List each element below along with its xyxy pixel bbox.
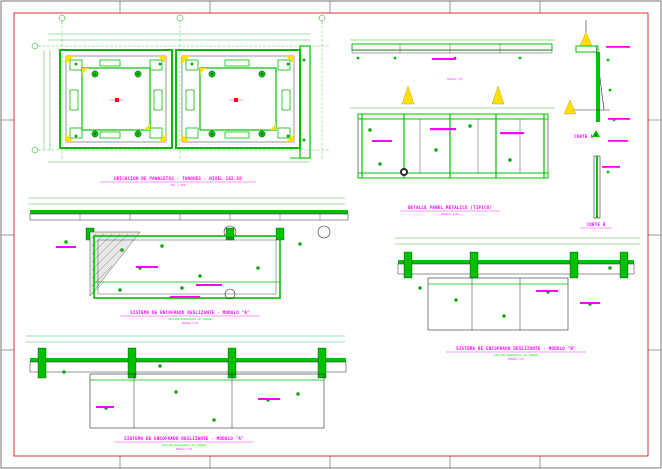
tank-left — [59, 49, 173, 149]
plan-room-tags: A B B A B B A B — [91, 70, 266, 138]
room-tag: A — [208, 130, 216, 138]
modulo-a-top-scale: ESCALA 1:25 — [182, 322, 198, 325]
plan-scale: ESC. 1:100 — [171, 184, 186, 187]
panel-elevation — [350, 107, 555, 179]
modulo-a-top-title: SISTEMA DE ENCOFRADO DESLIZANTE - MODULO… — [130, 310, 250, 315]
panel-top-strip — [350, 39, 555, 60]
room-tag: A — [91, 70, 99, 78]
room-tag: B — [208, 70, 216, 78]
modulo-a-bottom-subtitle: SECCION HORIZONTAL DE TANQUE — [162, 443, 206, 447]
corte-a-title: CORTE A — [574, 134, 593, 139]
svg-text:ESCALA: 1/5: ESCALA: 1/5 — [447, 78, 463, 81]
modulo-b-subtitle: SECCION HORIZONTAL DE TANQUE — [494, 353, 538, 357]
room-tag: B — [258, 70, 266, 78]
svg-text:B: B — [211, 72, 213, 76]
hatched-wall — [89, 231, 141, 297]
svg-text:B: B — [137, 72, 139, 76]
modulo-a-bottom-scale: ESCALA 1:25 — [176, 448, 192, 451]
svg-text:A: A — [211, 132, 213, 136]
modulo-a-bottom: SISTEMA DE ENCOFRADO DESLIZANTE - MODULO… — [26, 335, 347, 451]
modulo-a-top-subtitle: SECCION HORIZONTAL DE TANQUE — [168, 317, 212, 321]
room-tag: A — [134, 130, 142, 138]
center-marker — [110, 98, 243, 102]
svg-text:B: B — [94, 132, 96, 136]
grid-bubbles-left — [31, 42, 330, 154]
tank-plan-view: A B B A B B A B UBICACION DE PANALETAS -… — [31, 14, 330, 187]
metal-panel-detail: ESCALA: 1/5 — [350, 39, 555, 216]
modulo-b: SISTEMA DE ENCOFRADO DESLIZANTE - MODULO… — [395, 237, 640, 361]
plan-title: UBICACION DE PANALETAS - TANQUES - NIVEL… — [114, 176, 242, 181]
room-tag: B — [134, 70, 142, 78]
corte-tag: A — [595, 133, 597, 137]
panel-detail-title: DETALLE PANEL METALICO (TIPICO) — [408, 205, 492, 210]
modulo-a-bottom-title: SISTEMA DE ENCOFRADO DESLIZANTE - MODULO… — [124, 436, 244, 441]
modulo-b-title: SISTEMA DE ENCOFRADO DESLIZANTE - MODULO… — [456, 346, 576, 351]
grid-bubbles-top — [58, 14, 326, 160]
svg-text:A: A — [137, 132, 139, 136]
corte-b-title: CORTE B — [586, 222, 605, 227]
svg-text:A: A — [94, 72, 96, 76]
panel-detail-scale: ESCALA: 1/20 — [441, 213, 459, 216]
svg-text:B: B — [261, 132, 263, 136]
modulo-b-scale: ESCALA 1:25 — [508, 358, 524, 361]
modulo-a-top: SISTEMA DE ENCOFRADO DESLIZANTE - MODULO… — [28, 197, 349, 325]
section-corte: CORTE A A CORTE B — [563, 20, 630, 229]
room-tag: B — [91, 130, 99, 138]
room-tag: B — [258, 130, 266, 138]
svg-text:B: B — [261, 72, 263, 76]
